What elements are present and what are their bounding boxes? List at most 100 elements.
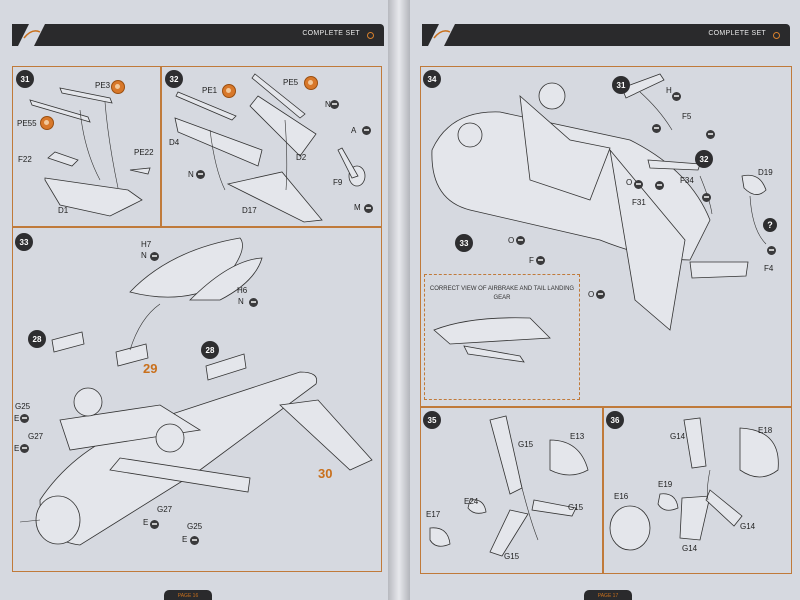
glue-icon bbox=[652, 124, 661, 133]
part-label: N bbox=[238, 297, 244, 306]
part-label: E18 bbox=[758, 426, 773, 435]
glue-icon bbox=[190, 536, 199, 545]
step-number: 35 bbox=[423, 411, 441, 429]
part-label: F9 bbox=[333, 178, 343, 187]
detail-view-box: CORRECT VIEW OF AIRBRAKE AND TAIL LANDIN… bbox=[424, 274, 580, 400]
part-label: G15 bbox=[504, 552, 520, 561]
part-label: F34 bbox=[680, 176, 694, 185]
part-label: G25 bbox=[187, 522, 203, 531]
part-label: F22 bbox=[18, 155, 32, 164]
part-label: D1 bbox=[58, 206, 69, 215]
book-spine bbox=[388, 0, 410, 600]
part-label: F4 bbox=[764, 264, 774, 273]
part-label: PE3 bbox=[95, 81, 111, 90]
glue-icon bbox=[196, 170, 205, 179]
part-label: M bbox=[354, 203, 361, 212]
step-31-panel: 31 bbox=[12, 66, 162, 228]
sub-step-number: 32 bbox=[695, 150, 713, 168]
header-title: COMPLETE SET bbox=[302, 30, 360, 37]
photo-etch-icon bbox=[111, 80, 125, 94]
glue-icon bbox=[362, 126, 371, 135]
step-34-panel: 34 bbox=[420, 66, 792, 408]
part-label: E bbox=[182, 535, 188, 544]
page-number: PAGE 17 bbox=[597, 593, 619, 599]
glue-icon bbox=[249, 298, 258, 307]
glue-icon bbox=[330, 100, 339, 109]
part-label: N bbox=[325, 100, 331, 109]
step-number: 33 bbox=[15, 233, 33, 251]
part-label: D4 bbox=[169, 138, 180, 147]
part-label: E13 bbox=[570, 432, 585, 441]
part-label: H bbox=[666, 86, 672, 95]
part-label: E bbox=[14, 444, 20, 453]
step-32-panel: 32 bbox=[160, 66, 382, 228]
sub-step-number: 31 bbox=[612, 76, 630, 94]
glue-icon bbox=[150, 252, 159, 261]
step-35-panel: 35 bbox=[420, 406, 604, 574]
glue-icon bbox=[634, 180, 643, 189]
part-label: F31 bbox=[632, 198, 646, 207]
part-label: O bbox=[588, 290, 595, 299]
header-title: COMPLETE SET bbox=[708, 30, 766, 37]
part-label: O bbox=[626, 178, 633, 187]
step-33-panel: 33 bbox=[12, 226, 382, 572]
part-label: G14 bbox=[670, 432, 686, 441]
photo-etch-icon bbox=[222, 84, 236, 98]
glue-icon bbox=[672, 92, 681, 101]
page-footer: PAGE 17 bbox=[584, 590, 632, 600]
glue-icon bbox=[516, 236, 525, 245]
step-number: 31 bbox=[16, 70, 34, 88]
part-label: H6 bbox=[237, 286, 248, 295]
glue-icon bbox=[364, 204, 373, 213]
part-label: E bbox=[143, 518, 149, 527]
sub-step-label: 29 bbox=[143, 361, 158, 376]
part-label: A bbox=[351, 126, 357, 135]
glue-icon bbox=[20, 414, 29, 423]
part-label: D2 bbox=[296, 153, 307, 162]
part-label: N bbox=[188, 170, 194, 179]
glue-icon bbox=[150, 520, 159, 529]
part-label: PE5 bbox=[283, 78, 299, 87]
part-label: F5 bbox=[682, 112, 692, 121]
right-instruction-page: COMPLETE SET 34 35 36 CORRECT VIEW OF AI… bbox=[410, 0, 800, 600]
part-label: D17 bbox=[242, 206, 257, 215]
detail-note: CORRECT VIEW OF AIRBRAKE AND TAIL LANDIN… bbox=[429, 286, 575, 301]
left-instruction-page: COMPLETE SET 31 32 33 bbox=[0, 0, 388, 600]
part-label: G27 bbox=[157, 505, 173, 514]
part-label: E16 bbox=[614, 492, 629, 501]
part-label: PE1 bbox=[202, 86, 218, 95]
brand-logo bbox=[18, 22, 46, 46]
assembly-illustrations bbox=[429, 73, 779, 557]
glue-icon bbox=[536, 256, 545, 265]
glue-icon bbox=[655, 181, 664, 190]
part-label: G25 bbox=[15, 402, 31, 411]
step-number: 34 bbox=[423, 70, 441, 88]
page-footer: PAGE 16 bbox=[164, 590, 212, 600]
step-number: 36 bbox=[606, 411, 624, 429]
glue-icon bbox=[20, 444, 29, 453]
part-label: G15 bbox=[518, 440, 534, 449]
part-label: PE22 bbox=[134, 148, 154, 157]
photo-etch-icon bbox=[304, 76, 318, 90]
glue-icon bbox=[767, 246, 776, 255]
part-label: F bbox=[529, 256, 534, 265]
photo-etch-icon bbox=[40, 116, 54, 130]
part-label: G15 bbox=[568, 503, 584, 512]
page-header: COMPLETE SET bbox=[422, 22, 790, 46]
page-number: PAGE 16 bbox=[177, 593, 199, 599]
question-icon: ? bbox=[763, 218, 777, 232]
part-label: D19 bbox=[758, 168, 773, 177]
assembly-illustrations bbox=[19, 73, 373, 546]
part-label: E bbox=[14, 414, 20, 423]
part-label: E19 bbox=[658, 480, 673, 489]
sub-step-number: 33 bbox=[455, 234, 473, 252]
part-label: E24 bbox=[464, 497, 479, 506]
sub-step-number: 28 bbox=[201, 341, 219, 359]
part-label: N bbox=[141, 251, 147, 260]
header-dot-icon bbox=[773, 32, 780, 39]
step-number: 32 bbox=[165, 70, 183, 88]
part-label: G27 bbox=[28, 432, 44, 441]
glue-icon bbox=[702, 193, 711, 202]
page-header: COMPLETE SET bbox=[12, 22, 384, 46]
part-label: G14 bbox=[740, 522, 756, 531]
